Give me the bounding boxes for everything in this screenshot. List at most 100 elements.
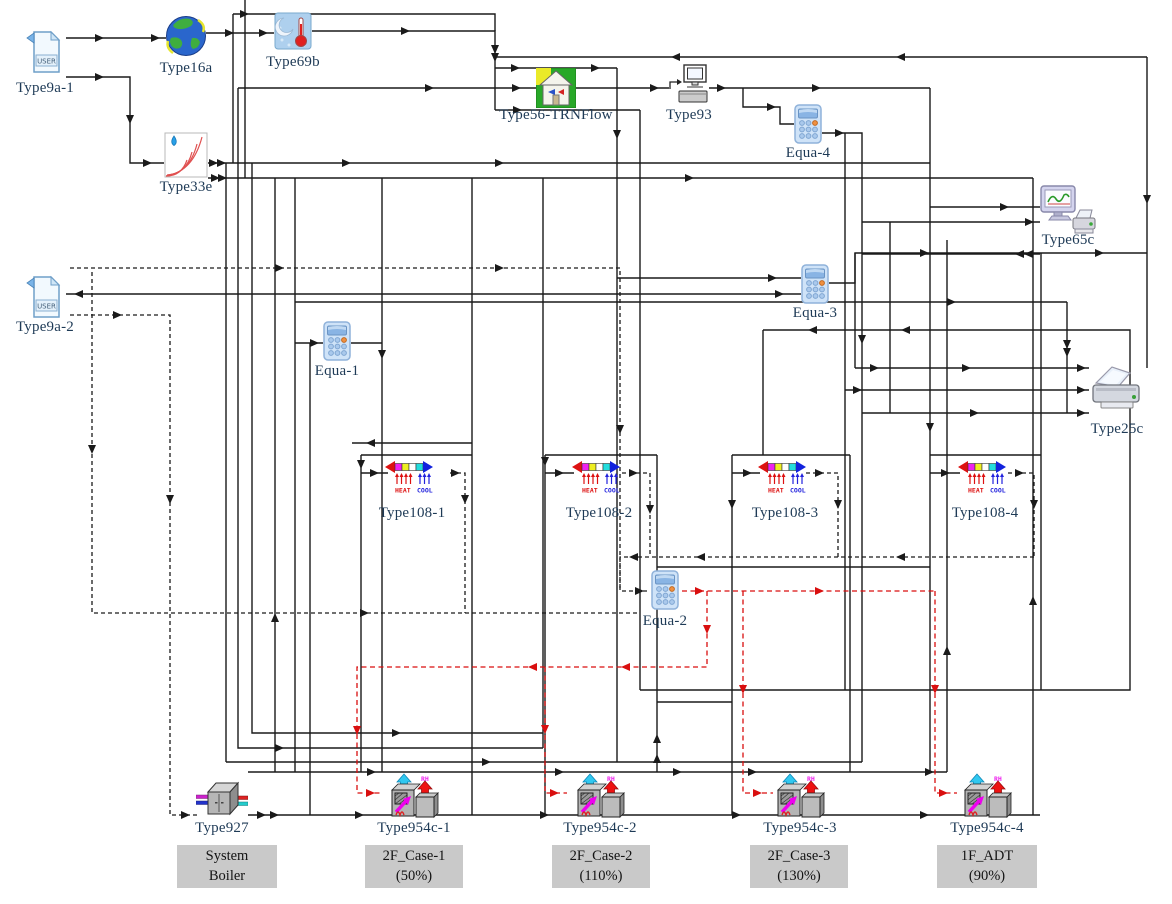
component-type56[interactable] [535, 67, 577, 109]
component-equa-3[interactable] [801, 264, 829, 304]
flow-arrow [217, 159, 226, 167]
flow-arrow [378, 350, 386, 359]
component-type954c-2[interactable]: RH [573, 773, 627, 821]
flow-arrow [646, 505, 654, 514]
flow-arrow [925, 768, 934, 776]
component-type9a-1[interactable]: USER [26, 29, 64, 75]
component-type954c-1[interactable]: RH [387, 773, 441, 821]
component-type108-3[interactable]: HEAT COOL [757, 459, 813, 495]
connection-link[interactable] [66, 76, 164, 164]
component-type927[interactable] [195, 778, 249, 818]
connection-link[interactable] [237, 88, 543, 749]
flow-arrow [1030, 500, 1038, 509]
type954c-3-label: Type954c-3 [763, 820, 837, 836]
component-type65c[interactable] [1039, 184, 1097, 238]
flow-arrow [1000, 203, 1009, 211]
connection-link[interactable] [233, 13, 496, 31]
connection-link[interactable] [356, 591, 708, 794]
flow-arrow [491, 53, 499, 62]
component-type108-4[interactable]: HEAT COOL [957, 459, 1013, 495]
svg-text:COOL: COOL [790, 487, 806, 495]
flow-arrow [113, 311, 122, 319]
component-type954c-3[interactable]: RH [773, 773, 827, 821]
plotter-icon [1039, 184, 1097, 238]
annotation-box: 2F_Case-2(110%) [552, 845, 650, 888]
connection-link[interactable] [742, 591, 773, 794]
component-type93[interactable] [667, 63, 711, 109]
flow-arrow [240, 10, 249, 18]
flow-arrow [728, 500, 736, 509]
type9a-1-label: Type9a-1 [15, 80, 75, 96]
component-type69b[interactable] [274, 12, 312, 50]
component-type25c[interactable] [1088, 361, 1146, 417]
connection-link[interactable] [251, 163, 543, 734]
flow-arrow [650, 84, 659, 92]
type69b-label: Type69b [266, 54, 320, 70]
annotation-line: (90%) [968, 867, 1006, 884]
svg-text:HEAT: HEAT [395, 487, 411, 495]
equa-1-label: Equa-1 [314, 363, 360, 379]
flow-arrow [366, 439, 375, 447]
component-equa-1[interactable] [323, 321, 351, 361]
flow-arrow [555, 469, 564, 477]
connection-link[interactable] [91, 272, 638, 614]
flow-arrow [1025, 218, 1034, 226]
flow-arrow [360, 609, 369, 617]
component-type9a-2[interactable]: USER [26, 274, 64, 320]
connection-link[interactable] [450, 472, 466, 613]
flow-arrow [896, 53, 905, 61]
flow-arrow [511, 64, 520, 72]
component-type954c-4[interactable]: RH [960, 773, 1014, 821]
component-type33e[interactable] [164, 132, 208, 178]
flow-arrow [753, 789, 762, 797]
connection-link[interactable] [640, 329, 1131, 691]
annotation-line: Boiler [208, 867, 246, 884]
component-type16a[interactable] [164, 12, 208, 58]
flow-arrow [126, 115, 134, 124]
component-equa-2[interactable] [651, 570, 679, 610]
connection-link[interactable] [829, 252, 1147, 284]
heatpump-icon [195, 778, 249, 818]
annotation-box: 2F_Case-1(50%) [365, 845, 463, 888]
flow-arrow [550, 789, 559, 797]
type9a-2-label: Type9a-2 [15, 319, 75, 335]
globe-icon [164, 12, 208, 58]
flow-arrow [74, 290, 83, 298]
svg-text:COOL: COOL [604, 487, 620, 495]
svg-text:RH: RH [421, 775, 429, 783]
type108-2-label: Type108-2 [565, 505, 633, 521]
flow-arrow [1077, 364, 1086, 372]
connection-link[interactable] [822, 132, 863, 762]
annotation-line: 1F_ADT [960, 848, 1014, 865]
component-type108-2[interactable]: HEAT COOL [571, 459, 627, 495]
svg-text:USER: USER [37, 58, 56, 66]
flow-arrow [342, 159, 351, 167]
connection-link[interactable] [544, 667, 567, 794]
flow-arrow [151, 34, 160, 42]
flow-arrow [271, 613, 279, 622]
psychro-icon [164, 132, 208, 178]
svg-text:HEAT: HEAT [582, 487, 598, 495]
flow-arrow [775, 290, 784, 298]
flow-arrow [425, 84, 434, 92]
connection-link[interactable] [70, 267, 648, 592]
flow-arrow [95, 73, 104, 81]
flow-arrow [366, 789, 375, 797]
flow-arrow [1077, 409, 1086, 417]
connection-link[interactable] [619, 556, 1034, 591]
thermostat-icon: HEAT COOL [757, 459, 813, 495]
thermostat-icon: HEAT COOL [957, 459, 1013, 495]
ahu-icon: RH [960, 773, 1014, 821]
flow-arrow [512, 84, 521, 92]
flow-arrow [743, 469, 752, 477]
flow-arrow [1029, 596, 1037, 605]
connection-link[interactable] [742, 88, 794, 125]
connection-link[interactable] [70, 314, 198, 816]
connection-link[interactable] [312, 30, 496, 110]
connection-link[interactable] [934, 591, 957, 794]
component-equa-4[interactable] [794, 104, 822, 144]
component-type108-1[interactable]: HEAT COOL [384, 459, 440, 495]
flow-arrow [1015, 469, 1024, 477]
